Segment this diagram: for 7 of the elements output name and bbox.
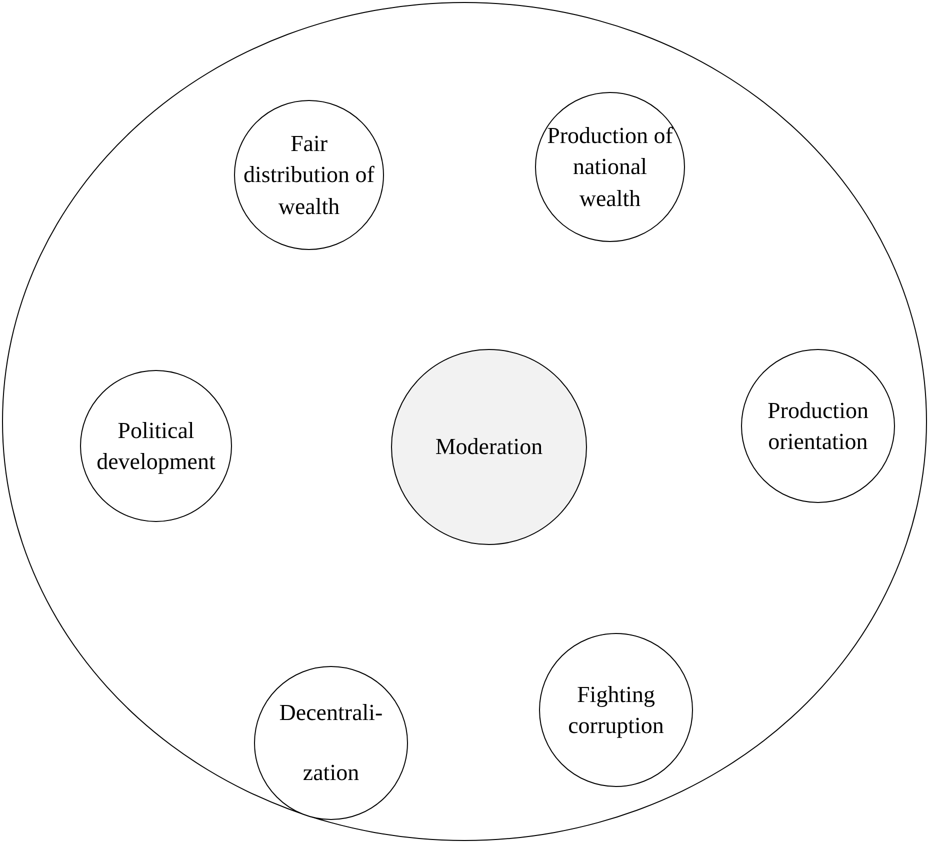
node-label: Political development	[96, 416, 216, 476]
node-label: Fighting corruption	[567, 680, 665, 740]
node-label: Decentrali- zation	[278, 699, 384, 787]
node-label: Production orientation	[766, 396, 870, 456]
node-label: Fair distribution of wealth	[242, 130, 376, 221]
node-label: Production of national wealth	[546, 122, 674, 213]
node-label: Moderation	[435, 433, 543, 462]
